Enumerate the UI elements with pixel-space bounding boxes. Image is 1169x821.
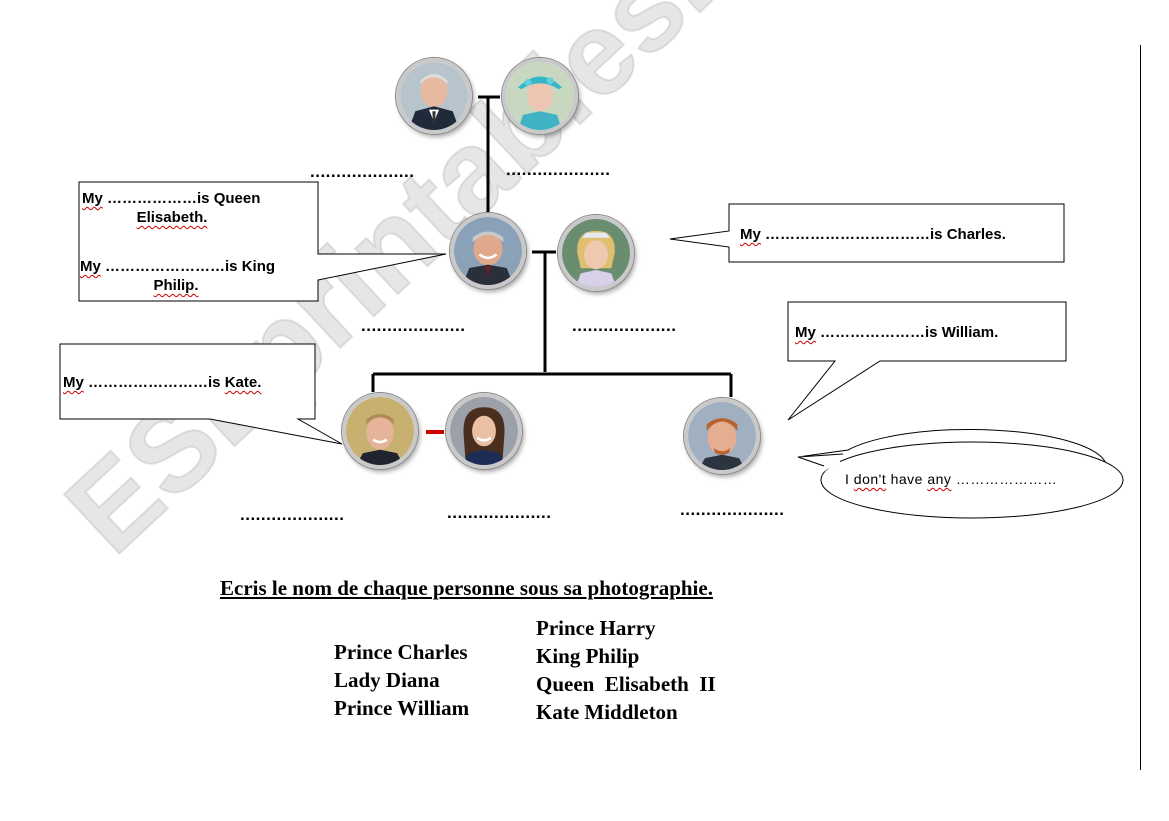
blank-william[interactable]: .................... [240,505,345,524]
callout-text: is Queen [197,190,261,207]
diana-photo [558,215,634,291]
callout-dots[interactable]: …………………… [88,374,209,391]
name-item: Queen Elisabeth II [536,672,716,696]
callout-william: My ……………………is Kate. [63,373,261,392]
blank-diana[interactable]: .................... [572,316,677,335]
philip-photo [396,58,472,134]
blank-kate[interactable]: .................... [447,503,552,522]
callout-dots[interactable]: …………………… [105,258,226,275]
name-item: Lady Diana [334,668,440,692]
names-list-left: Prince Charles Lady Diana Prince William [334,638,469,722]
callout-word: My [795,324,816,341]
name-item: Prince Harry [536,616,656,640]
page-edge-rule [1140,45,1141,770]
callout-harry: My …………………is William. [795,323,998,342]
thought-word: don't [853,471,887,487]
blank-harry[interactable]: .................... [680,500,785,519]
callout-name: Elisabeth. [136,209,208,226]
kate-photo [446,393,522,469]
callout-text: is King [225,258,276,275]
charles-photo [450,213,526,289]
callout-charles-father: My ……………………is King Philip. [80,257,318,295]
names-list-right: Prince Harry King Philip Queen Elisabeth… [536,614,716,726]
blank-elizabeth[interactable]: .................... [506,160,611,179]
callout-text: is Charles. [930,226,1006,243]
callout-word: My [82,190,103,207]
thought-word: have [890,471,923,487]
william-photo [342,393,418,469]
thought-word: I [845,471,850,487]
callout-charles-mother: My ………………is Queen Elisabeth. [82,189,318,227]
name-item: King Philip [536,644,640,668]
callout-word: My [63,374,84,391]
thought-word: any [927,471,952,487]
callout-diana: My ……………………………is Charles. [740,225,1006,244]
callout-harry-thought: I don't have any ………………… [845,470,1057,489]
callout-text: is [208,374,221,391]
callout-name: Philip. [153,277,199,294]
blank-philip[interactable]: .................... [310,162,415,181]
callout-dots[interactable]: …………………………… [765,226,931,243]
callout-name: Kate. [224,374,262,391]
blank-charles[interactable]: .................... [361,316,466,335]
callout-word: My [80,258,101,275]
callout-text: is William. [925,324,999,341]
thought-dots[interactable]: ………………… [955,471,1058,487]
harry-photo [684,398,760,474]
callout-word: My [740,226,761,243]
callout-dots[interactable]: ……………… [107,190,198,207]
elizabeth-photo [502,58,578,134]
callout-dots[interactable]: ………………… [820,324,926,341]
instruction-heading: Ecris le nom de chaque personne sous sa … [220,576,713,600]
name-item: Prince Charles [334,640,468,664]
name-item: Prince William [334,696,470,720]
name-item: Kate Middleton [536,700,678,724]
